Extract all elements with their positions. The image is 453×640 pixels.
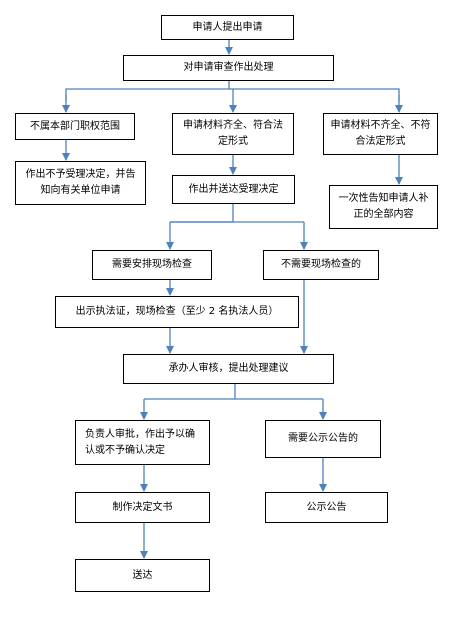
node-incomplete: 申请材料不齐全、不符合法定形式 <box>323 113 438 155</box>
node-reject-notify: 作出不予受理决定，并告知向有关单位申请 <box>15 161 146 205</box>
node-deliver: 送达 <box>75 559 210 592</box>
node-no-inspection: 不需要现场检查的 <box>263 250 379 280</box>
node-handler-review: 承办人审核，提出处理建议 <box>123 354 334 384</box>
node-make-doc: 制作决定文书 <box>75 492 210 523</box>
connector-accept-split <box>170 204 234 223</box>
node-review: 对申请审查作出处理 <box>123 55 334 81</box>
node-accept-decision: 作出并送达受理决定 <box>172 175 295 204</box>
node-notify-once: 一次性告知申请人补正的全部内容 <box>329 185 438 229</box>
node-complete: 申请材料齐全、符合法定形式 <box>172 113 294 155</box>
node-out-of-scope: 不属本部门职权范围 <box>15 113 135 140</box>
node-apply: 申请人提出申请 <box>161 15 294 40</box>
node-show-license: 出示执法证，现场检查（至少 2 名执法人员） <box>55 296 299 328</box>
node-need-inspection: 需要安排现场检查 <box>92 250 212 280</box>
node-need-publicity: 需要公示公告的 <box>265 420 381 458</box>
node-publicity: 公示公告 <box>265 492 388 523</box>
node-approver: 负责人审批，作出予以确认或不予确认决定 <box>75 420 210 465</box>
